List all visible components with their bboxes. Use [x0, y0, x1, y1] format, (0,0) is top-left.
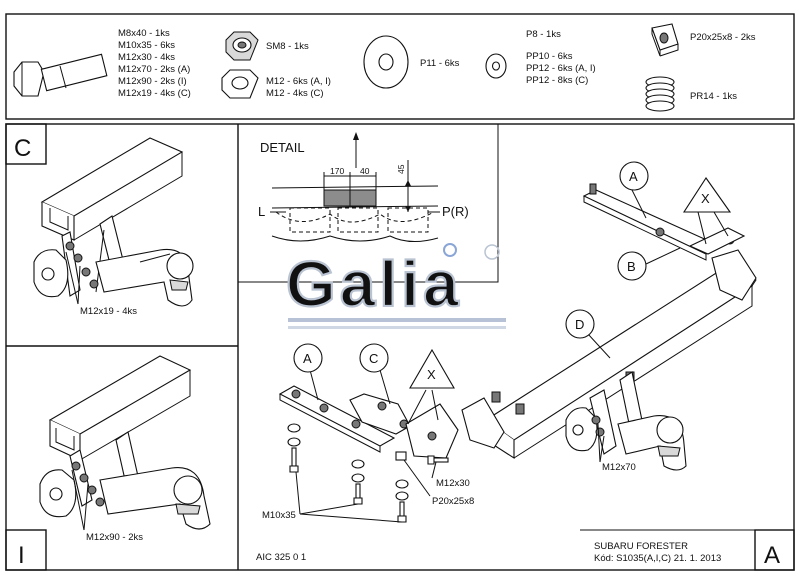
product-code: Kód: S1035(A,I,C) 21. 1. 2013 — [594, 553, 721, 564]
square-plate-icon — [651, 23, 679, 57]
main-assembly: A B X D A C X M12x70 M12x30 P20x25x8 M10 — [262, 161, 757, 523]
detail-dim-170: 170 — [330, 166, 344, 176]
frames — [5, 13, 795, 571]
washer-list-line-3: PP12 - 6ks (A, I) — [526, 63, 596, 74]
washer-list-line-4: PP12 - 8ks (C) — [526, 75, 588, 86]
small-washer-icon — [485, 53, 507, 79]
drawing-number: AIC 325 0 1 — [256, 552, 306, 563]
spring-icon — [645, 76, 675, 112]
svg-text:D: D — [575, 317, 584, 332]
detail-left-label: L — [258, 204, 265, 219]
detail-dim-45: 45 — [396, 164, 406, 174]
detail-title: DETAIL — [260, 140, 305, 155]
panel-i-bolt-label: M12x90 - 2ks — [86, 532, 143, 543]
washer-list-line-1: P8 - 1ks — [526, 29, 561, 40]
m12x30-label: M12x30 — [436, 478, 470, 489]
bolt-list-line-1: M8x40 - 1ks — [118, 28, 170, 39]
svg-text:B: B — [627, 259, 636, 274]
svg-text:X: X — [701, 191, 710, 206]
m12-nut-line-1: M12 - 6ks (A, I) — [266, 76, 331, 87]
spring-label: PR14 - 1ks — [690, 91, 737, 102]
m12-nut-line-2: M12 - 4ks (C) — [266, 88, 324, 99]
hex-nut-icon — [221, 69, 259, 99]
logo-underline — [288, 318, 506, 322]
svg-text:X: X — [427, 367, 436, 382]
detail-view: DETAIL 170 40 45 L P(R) — [258, 132, 469, 242]
panel-c: C M12x19 - 4ks — [14, 135, 194, 317]
p11-label: P11 - 6ks — [420, 58, 460, 69]
panel-i: I M12x90 - 2ks — [18, 355, 211, 569]
p20x25x8-label: P20x25x8 — [432, 496, 474, 507]
svg-text:A: A — [303, 351, 312, 366]
panel-a-letter: A — [764, 542, 780, 569]
registered-mark-icon — [484, 244, 500, 260]
panel-i-letter: I — [18, 542, 25, 569]
callout-a-left: A — [293, 343, 323, 373]
detail-right-label: P(R) — [442, 204, 469, 219]
locking-nut-icon — [225, 31, 259, 61]
bolt-list-line-4: M12x70 - 2ks (A) — [118, 64, 190, 75]
vehicle-name: SUBARU FORESTER — [594, 541, 688, 552]
callout-x-mid: X — [409, 348, 455, 389]
bolt-list-line-5: M12x90 - 2ks (I) — [118, 76, 187, 87]
callout-c: C — [359, 343, 389, 373]
panel-c-letter: C — [14, 135, 31, 162]
callout-d: D — [565, 309, 595, 339]
bolt-list-line-6: M12x19 - 4ks (C) — [118, 88, 191, 99]
galia-logo-text: Galia — [286, 248, 463, 320]
m12x70-label: M12x70 — [602, 462, 636, 473]
panel-i-hitch-drawing — [39, 355, 211, 530]
callout-b: B — [617, 251, 647, 281]
plate-label: P20x25x8 - 2ks — [690, 32, 756, 43]
callout-a-top: A — [619, 161, 649, 191]
galia-logo: Galia — [285, 243, 506, 329]
svg-text:C: C — [369, 351, 378, 366]
bolt-list-line-3: M12x30 - 4ks — [118, 52, 175, 63]
detail-dim-40: 40 — [360, 166, 370, 176]
sm8-label: SM8 - 1ks — [266, 41, 309, 52]
panel-c-hitch-drawing — [33, 137, 194, 307]
bolt-icon — [13, 53, 108, 97]
large-washer-icon — [363, 35, 409, 89]
m10x35-label: M10x35 — [262, 510, 296, 521]
parts-list: M8x40 - 1ks M10x35 - 6ks M12x30 - 4ks M1… — [13, 23, 756, 112]
bolt-stack-2 — [351, 459, 365, 505]
callout-x-top: X — [682, 177, 732, 213]
bolt-stack-1 — [287, 423, 301, 473]
bolt-list-line-2: M10x35 - 6ks — [118, 40, 175, 51]
title-block: AIC 325 0 1 SUBARU FORESTER Kód: S1035(A… — [256, 541, 780, 569]
logo-dot-icon — [443, 243, 457, 257]
logo-underline-2 — [288, 326, 506, 329]
panel-c-bolt-label: M12x19 - 4ks — [80, 306, 137, 317]
bolt-stack-3 — [395, 479, 409, 523]
washer-list-line-2: PP10 - 6ks — [526, 51, 573, 62]
svg-text:A: A — [629, 169, 638, 184]
bolt-m12x30 — [427, 455, 449, 465]
